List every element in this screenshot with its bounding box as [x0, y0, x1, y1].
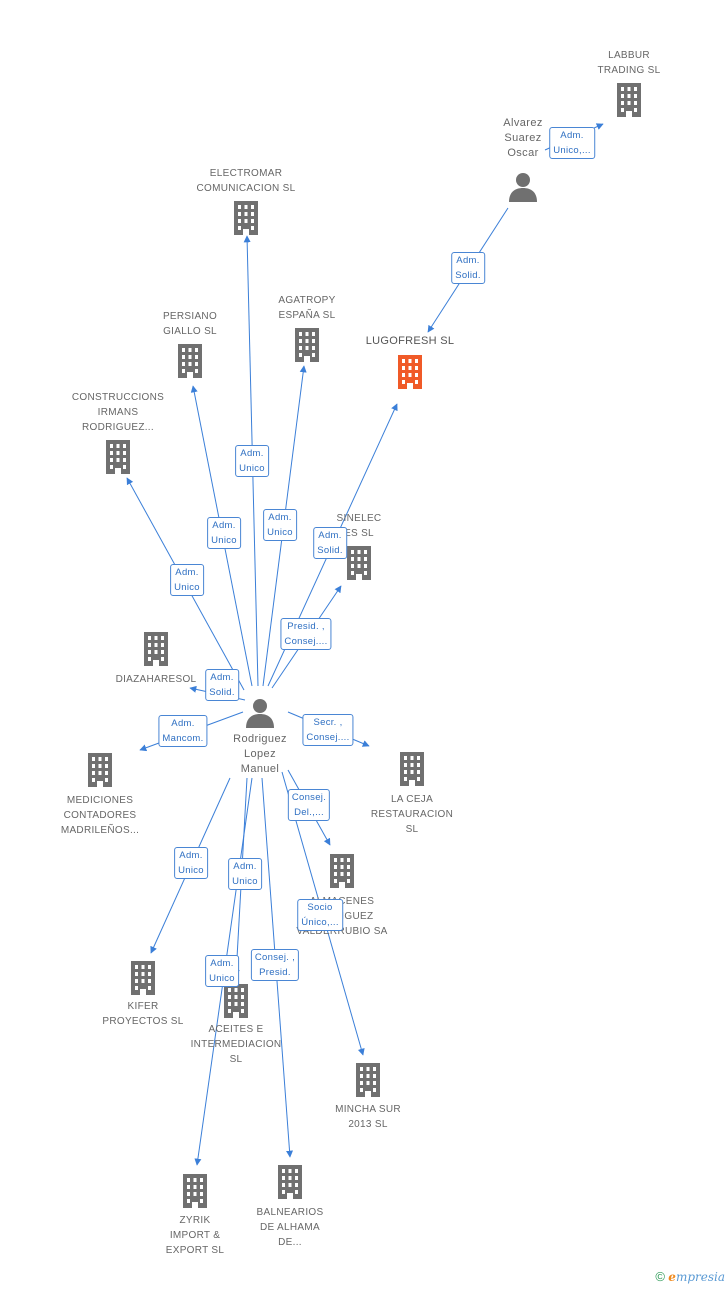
person-name-alvarez[interactable]: Alvarez Suarez Oscar: [503, 117, 543, 159]
company-label-construccions[interactable]: CONSTRUCCIONS IRMANS RODRIGUEZ...: [72, 390, 164, 435]
company-label-laceja[interactable]: LA CEJA RESTAURACION SL: [371, 792, 453, 837]
relation-role-tag[interactable]: Adm. Unico,...: [549, 127, 595, 159]
company-label-diazaharesol[interactable]: DIAZAHARESOL: [116, 672, 197, 687]
building-icon[interactable]: [143, 632, 169, 666]
building-icon[interactable]: [397, 355, 423, 389]
company-name: KIFER PROYECTOS SL: [102, 1001, 184, 1027]
building-icon[interactable]: [105, 440, 131, 474]
company-name: CONSTRUCCIONS IRMANS RODRIGUEZ...: [71, 392, 165, 433]
person-icon[interactable]: [508, 172, 538, 202]
person-icon[interactable]: [245, 698, 275, 728]
company-label-sinelec[interactable]: SINELEC ES SL: [337, 511, 382, 541]
relation-role-tag[interactable]: Secr. , Consej....: [302, 714, 354, 746]
building-icon[interactable]: [616, 83, 642, 117]
relation-role-tag[interactable]: Adm. Solid.: [313, 527, 347, 559]
relation-role-tag[interactable]: Adm. Mancom.: [158, 715, 208, 747]
building-icon[interactable]: [130, 961, 156, 995]
building-icon[interactable]: [223, 984, 249, 1018]
company-label-agatropy[interactable]: AGATROPY ESPAÑA SL: [278, 293, 335, 323]
relation-role-tag[interactable]: Presid. , Consej....: [280, 618, 332, 650]
company-name: SINELEC ES SL: [336, 513, 382, 539]
building-icon[interactable]: [182, 1174, 208, 1208]
company-label-mediciones[interactable]: MEDICIONES CONTADORES MADRILEÑOS...: [61, 793, 139, 838]
company-label-labbur[interactable]: LABBUR TRADING SL: [597, 48, 660, 78]
relation-role-tag[interactable]: Adm. Solid.: [451, 252, 485, 284]
company-name: LUGOFRESH SL: [365, 335, 455, 347]
company-label-zyrik[interactable]: ZYRIK IMPORT & EXPORT SL: [166, 1213, 224, 1258]
company-name: BALNEARIOS DE ALHAMA DE...: [256, 1207, 324, 1248]
brand-initial: e: [668, 1270, 676, 1284]
company-name: ELECTROMAR COMUNICACION SL: [196, 168, 296, 194]
building-icon[interactable]: [277, 1165, 303, 1199]
relation-role-tag[interactable]: Consej. , Presid.: [250, 949, 300, 981]
company-label-lugofresh[interactable]: LUGOFRESH SL: [366, 334, 455, 349]
footer-brand[interactable]: © empresia: [655, 1269, 725, 1284]
company-label-kifer[interactable]: KIFER PROYECTOS SL: [102, 999, 183, 1029]
relation-role-tag[interactable]: Adm. Unico: [263, 509, 297, 541]
relation-role-tag[interactable]: Adm. Unico: [207, 517, 241, 549]
company-label-aceites[interactable]: ACEITES E INTERMEDIACION SL: [191, 1022, 282, 1067]
company-name: PERSIANO GIALLO SL: [162, 311, 218, 337]
company-name: MEDICIONES CONTADORES MADRILEÑOS...: [60, 795, 140, 836]
building-icon[interactable]: [346, 546, 372, 580]
building-icon[interactable]: [294, 328, 320, 362]
person-name-rodriguez[interactable]: Rodriguez Lopez Manuel: [233, 733, 287, 775]
relation-role-tag[interactable]: Adm. Solid.: [205, 669, 239, 701]
relation-role-tag[interactable]: Consej. Del.,...: [287, 789, 331, 821]
company-name: ACEITES E INTERMEDIACION SL: [190, 1024, 282, 1065]
brand-name: mpresia: [675, 1270, 725, 1284]
relation-role-tag[interactable]: Adm. Unico: [228, 858, 262, 890]
relation-role-tag[interactable]: Adm. Unico: [235, 445, 269, 477]
company-label-persiano[interactable]: PERSIANO GIALLO SL: [163, 309, 217, 339]
company-label-balnearios[interactable]: BALNEARIOS DE ALHAMA DE...: [257, 1205, 324, 1250]
relation-role-tag[interactable]: Socio Único,...: [297, 899, 343, 931]
relation-role-tag[interactable]: Adm. Unico: [170, 564, 204, 596]
company-name: ZYRIK IMPORT & EXPORT SL: [165, 1215, 225, 1256]
company-name: DIAZAHARESOL: [115, 674, 197, 685]
building-icon[interactable]: [329, 854, 355, 888]
building-icon[interactable]: [87, 753, 113, 787]
company-name: LA CEJA RESTAURACION SL: [370, 794, 454, 835]
relation-role-tag[interactable]: Adm. Unico: [205, 955, 239, 987]
company-name: AGATROPY ESPAÑA SL: [278, 295, 336, 321]
building-icon[interactable]: [399, 752, 425, 786]
copyright-symbol: ©: [655, 1269, 665, 1284]
building-icon[interactable]: [177, 344, 203, 378]
relation-role-tag[interactable]: Adm. Unico: [174, 847, 208, 879]
company-label-mincha[interactable]: MINCHA SUR 2013 SL: [335, 1102, 401, 1132]
company-label-electromar[interactable]: ELECTROMAR COMUNICACION SL: [197, 166, 296, 196]
building-icon[interactable]: [233, 201, 259, 235]
building-icon[interactable]: [355, 1063, 381, 1097]
company-name: LABBUR TRADING SL: [597, 50, 661, 76]
company-name: MINCHA SUR 2013 SL: [335, 1104, 401, 1130]
